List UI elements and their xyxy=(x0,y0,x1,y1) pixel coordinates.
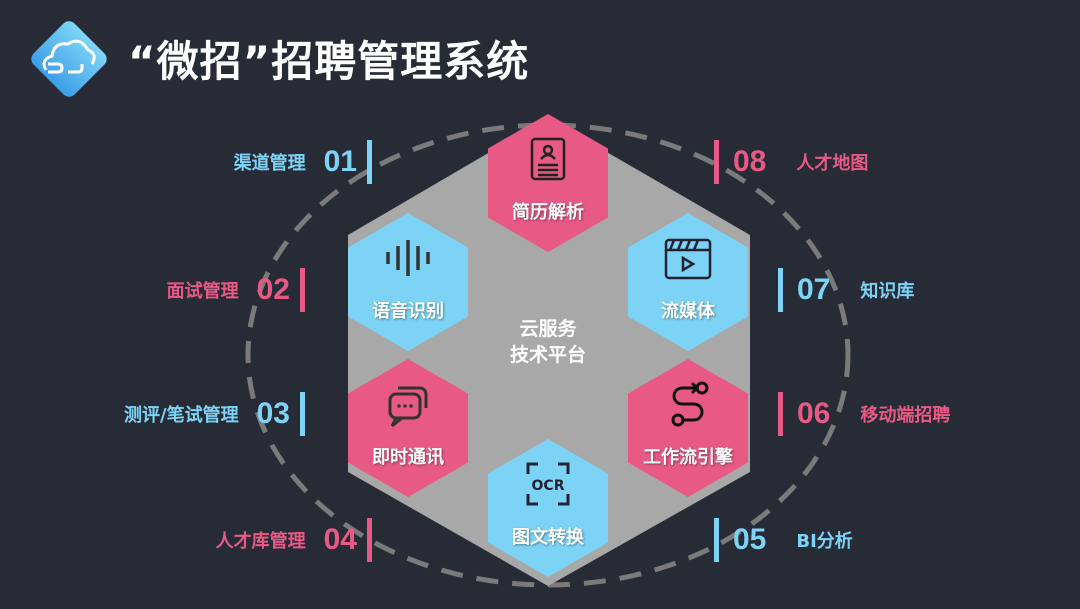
cloud-logo-icon xyxy=(24,14,114,108)
feature-number: 04 xyxy=(323,523,357,556)
feature-label: 知识库 xyxy=(860,281,915,302)
feature-item-04: 人才库管理 04 xyxy=(216,518,372,562)
hexagon-shape xyxy=(628,359,748,497)
module-hexagon-1 xyxy=(488,114,608,252)
feature-item-02: 面试管理 02 xyxy=(167,268,305,312)
hexagon-shape xyxy=(348,213,468,351)
module-label: 工作流引擎 xyxy=(643,447,733,468)
resume-icon xyxy=(530,137,566,181)
feature-label: 移动端招聘 xyxy=(860,405,951,426)
module-label: 语音识别 xyxy=(372,301,444,322)
feature-item-03: 测评/笔试管理 03 xyxy=(124,392,305,436)
feature-item-06: 06 移动端招聘 xyxy=(778,392,950,436)
page-title: “微招”招聘管理系统 xyxy=(128,37,530,86)
feature-bar xyxy=(300,392,305,436)
feature-label: 面试管理 xyxy=(166,281,239,302)
feature-bar xyxy=(778,392,783,436)
module-hexagon-2 xyxy=(628,213,748,351)
feature-label: BI分析 xyxy=(796,531,853,552)
video-icon xyxy=(664,238,712,280)
feature-bar xyxy=(714,140,719,184)
feature-number: 07 xyxy=(797,273,831,306)
feature-bar xyxy=(367,518,372,562)
module-label: 流媒体 xyxy=(661,301,715,322)
feature-bar xyxy=(367,140,372,184)
feature-number: 02 xyxy=(256,273,290,306)
feature-bar xyxy=(714,518,719,562)
feature-bar xyxy=(300,268,305,312)
module-hexagon-3 xyxy=(628,359,748,497)
module-label: 简历解析 xyxy=(512,202,584,223)
platform-label: 云服务 技术平台 xyxy=(488,316,608,368)
workflow-icon xyxy=(671,381,709,427)
feature-number: 06 xyxy=(797,397,831,430)
feature-label: 人才地图 xyxy=(796,153,869,174)
feature-number: 08 xyxy=(733,145,767,178)
hexagon-shape xyxy=(488,114,608,252)
feature-label: 渠道管理 xyxy=(233,153,306,174)
feature-item-05: 05 BI分析 xyxy=(714,518,853,562)
feature-number: 03 xyxy=(256,397,290,430)
ocr-icon: OCR xyxy=(526,462,570,506)
hexagon-shape xyxy=(488,439,608,577)
platform-label-line1: 云服务 xyxy=(519,318,577,340)
hexagon-shape xyxy=(628,213,748,351)
module-hexagon-5 xyxy=(348,359,468,497)
module-label: 即时通讯 xyxy=(372,447,444,468)
platform-label-line2: 技术平台 xyxy=(509,344,586,366)
feature-number: 01 xyxy=(323,145,357,178)
module-hexagon-6 xyxy=(348,213,468,351)
module-label: 图文转换 xyxy=(512,527,584,548)
hexagon-shape xyxy=(348,359,468,497)
chat-icon xyxy=(388,386,428,428)
feature-item-01: 渠道管理 01 xyxy=(234,140,372,184)
feature-item-07: 07 知识库 xyxy=(778,268,914,312)
svg-text:OCR: OCR xyxy=(532,478,565,494)
feature-label: 测评/笔试管理 xyxy=(124,405,239,426)
feature-number: 05 xyxy=(733,523,767,556)
module-hexagon-4: OCR xyxy=(488,439,608,577)
feature-item-08: 08 人才地图 xyxy=(714,140,868,184)
feature-label: 人才库管理 xyxy=(215,531,306,552)
voice-icon xyxy=(386,240,430,276)
feature-bar xyxy=(778,268,783,312)
